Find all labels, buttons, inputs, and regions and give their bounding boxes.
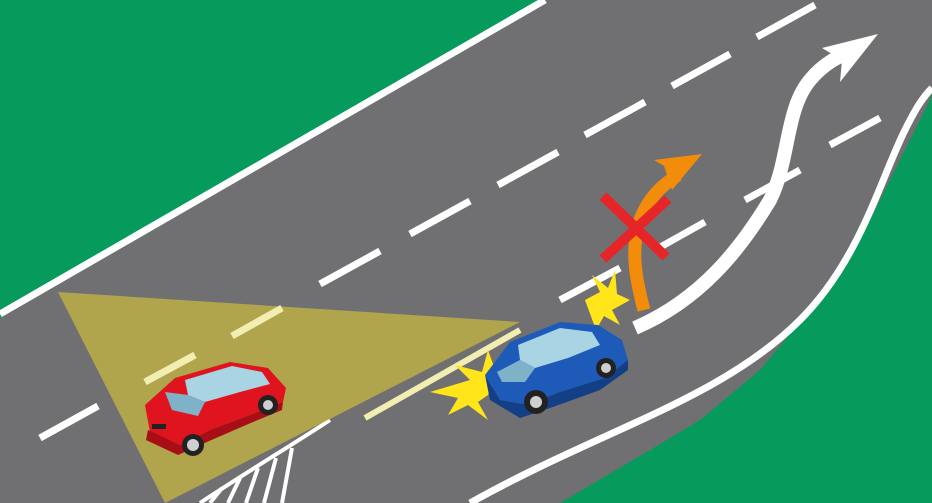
merge-lane-diagram (0, 0, 932, 503)
